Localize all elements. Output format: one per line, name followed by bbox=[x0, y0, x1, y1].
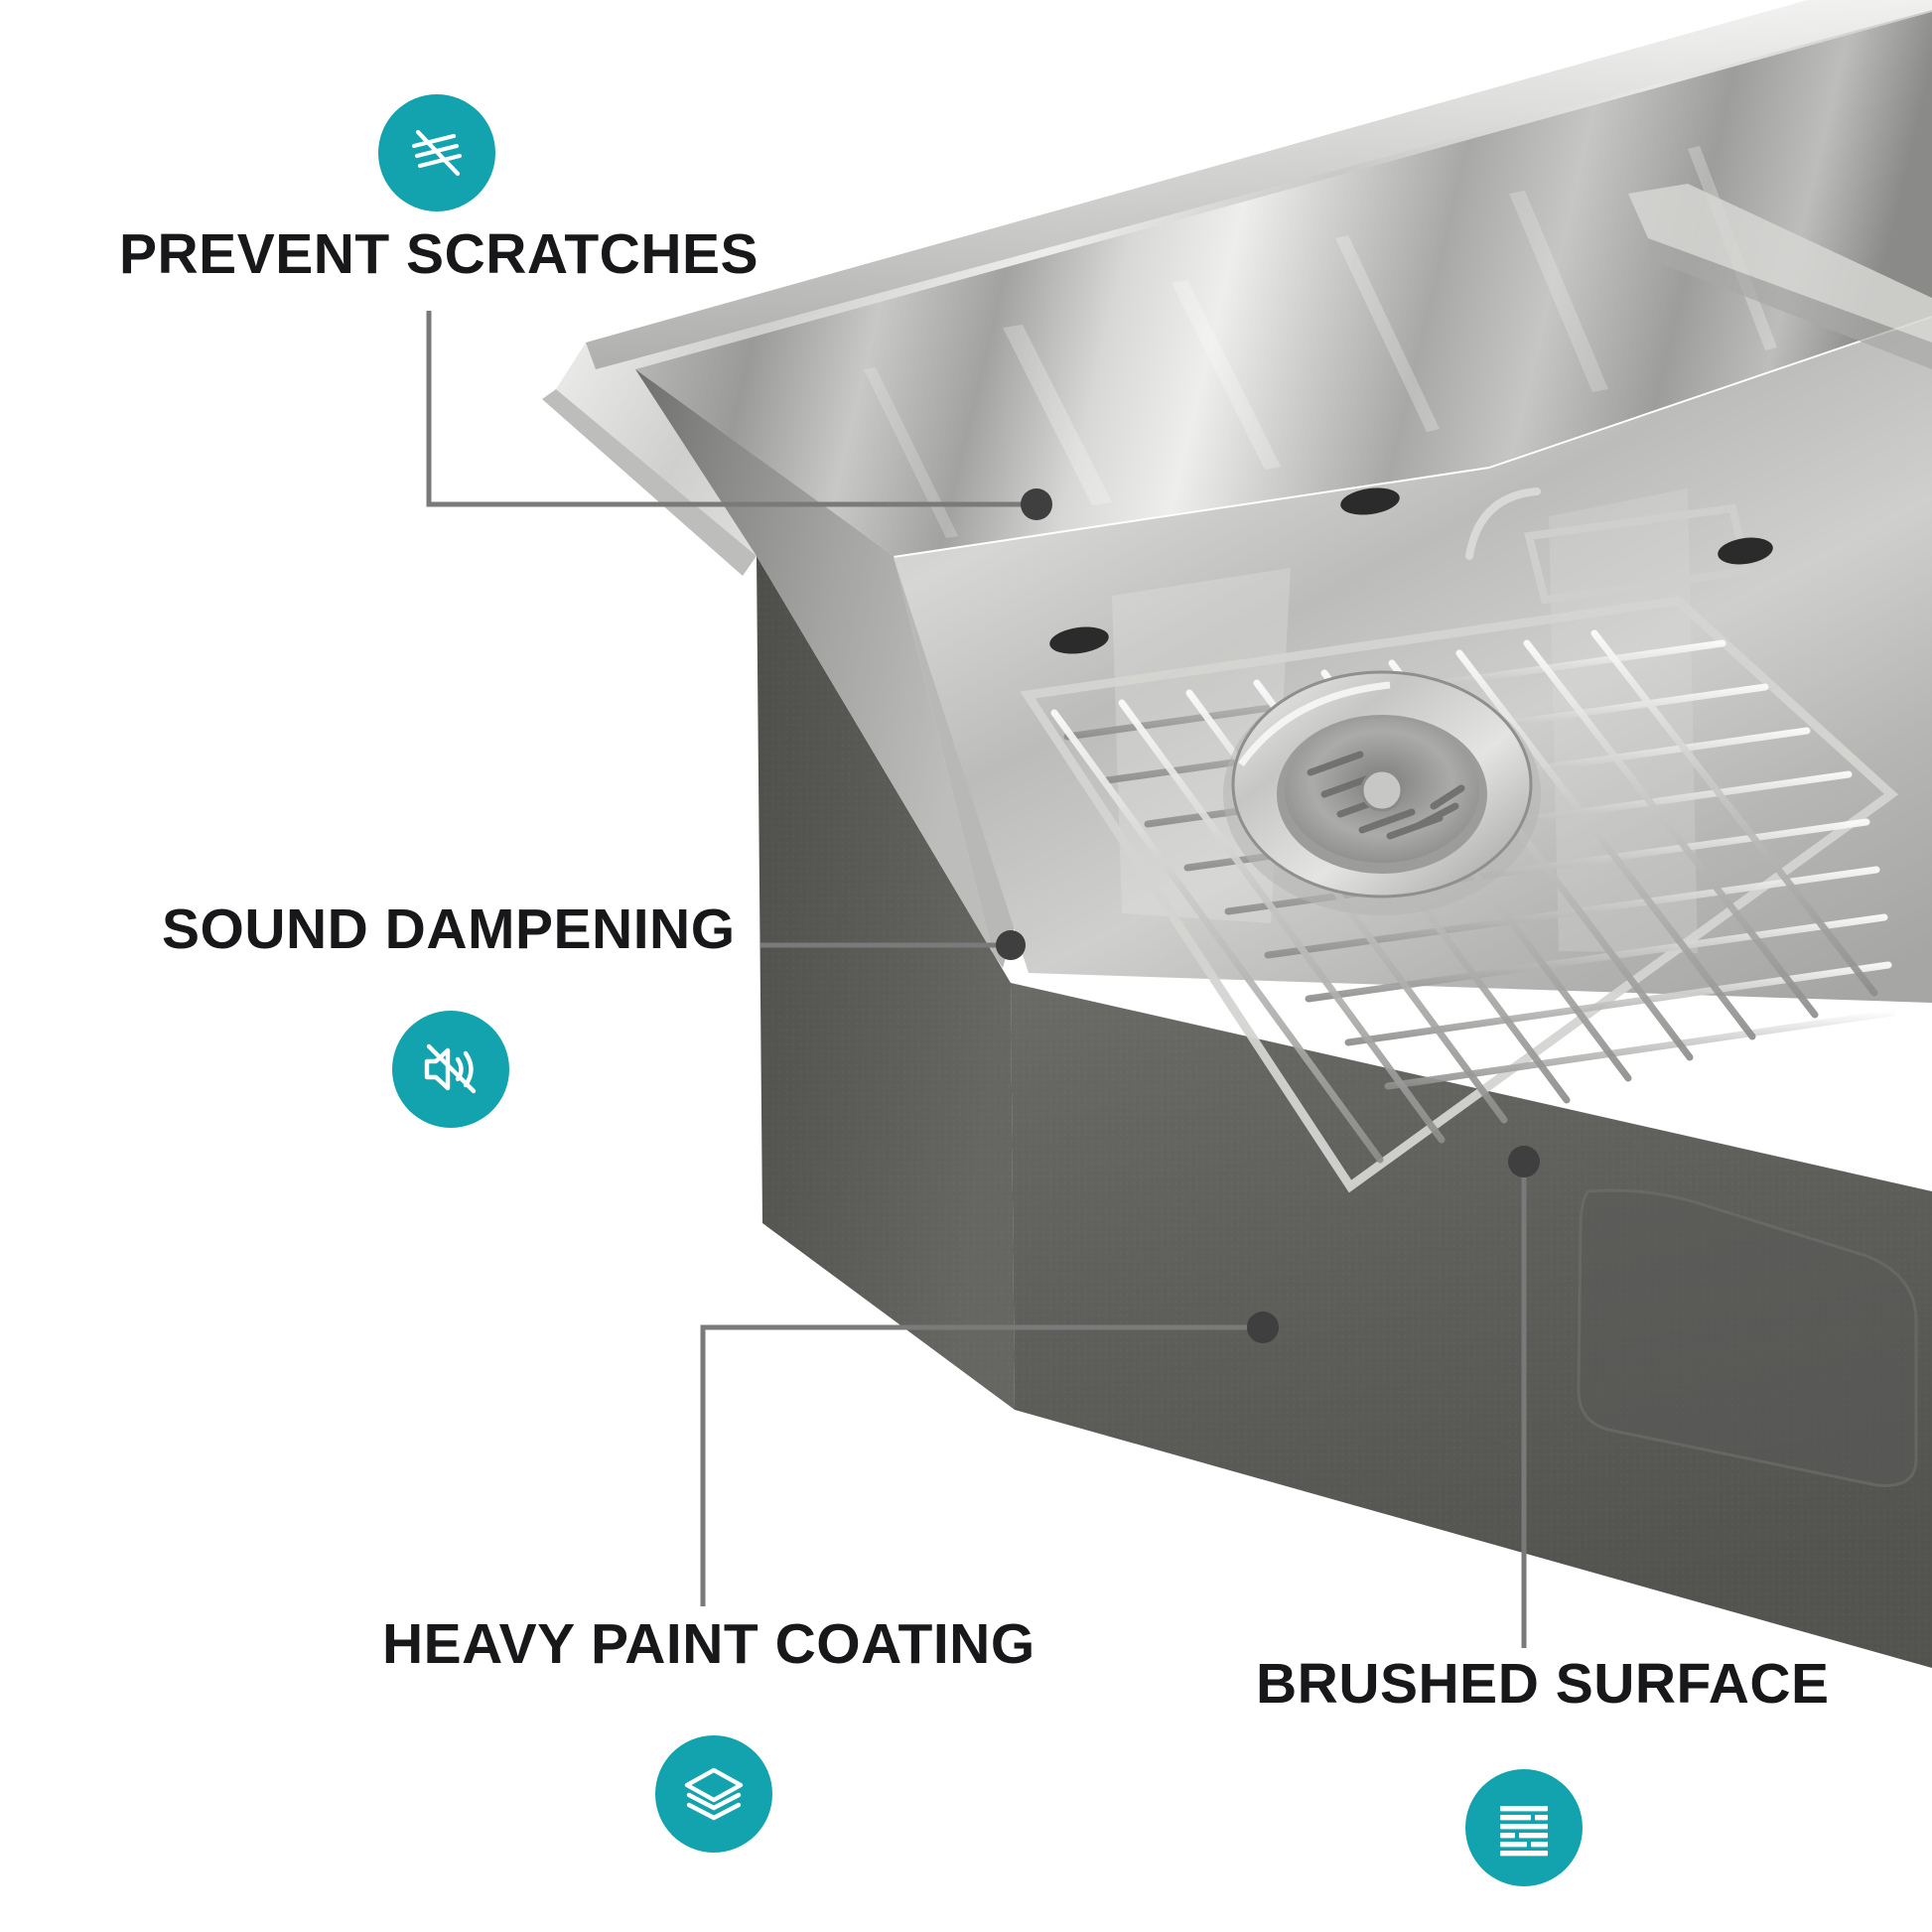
callout-label-brushed-surface: BRUSHED SURFACE bbox=[1256, 1652, 1830, 1716]
sink-bowl-divider bbox=[1628, 184, 1932, 343]
layers-stack-icon bbox=[655, 1735, 772, 1853]
sink-exterior-front-face bbox=[1011, 983, 1932, 1668]
callout-label-heavy-paint-coating: HEAVY PAINT COATING bbox=[382, 1612, 1035, 1676]
brushed-lines-icon bbox=[1465, 1769, 1583, 1886]
sound-dampening-pad bbox=[1579, 1190, 1916, 1486]
brushed-streaks bbox=[864, 146, 1777, 538]
sink-basin-floor bbox=[894, 318, 1932, 1003]
dot-prevent-scratches bbox=[1021, 488, 1052, 520]
scratch-resistant-icon bbox=[378, 94, 495, 211]
dot-brushed-surface bbox=[1508, 1146, 1540, 1177]
sink-left-wall-lower bbox=[894, 556, 1052, 968]
leader-heavy-paint-coating bbox=[700, 1324, 1259, 1606]
sink-back-wall bbox=[635, 12, 1932, 556]
grid-rubber-feet bbox=[1049, 487, 1773, 654]
callout-label-prevent-scratches: PREVENT SCRATCHES bbox=[119, 222, 759, 286]
sink-left-wall bbox=[635, 369, 993, 953]
strainer-slots bbox=[1307, 751, 1465, 840]
sink-drain-strainer bbox=[1223, 670, 1541, 915]
callout-label-sound-dampening: SOUND DAMPENING bbox=[162, 897, 736, 961]
sink-exterior-left-face bbox=[757, 556, 1015, 1410]
sink-bottom-grid bbox=[1020, 487, 1899, 1193]
callout-dots bbox=[996, 488, 1540, 1343]
leader-prevent-scratches bbox=[426, 311, 1033, 507]
dot-sound-dampening bbox=[996, 930, 1026, 960]
dot-heavy-paint bbox=[1247, 1311, 1279, 1343]
muted-speaker-icon bbox=[392, 1011, 509, 1128]
sink-rim-flange bbox=[556, 0, 1932, 556]
